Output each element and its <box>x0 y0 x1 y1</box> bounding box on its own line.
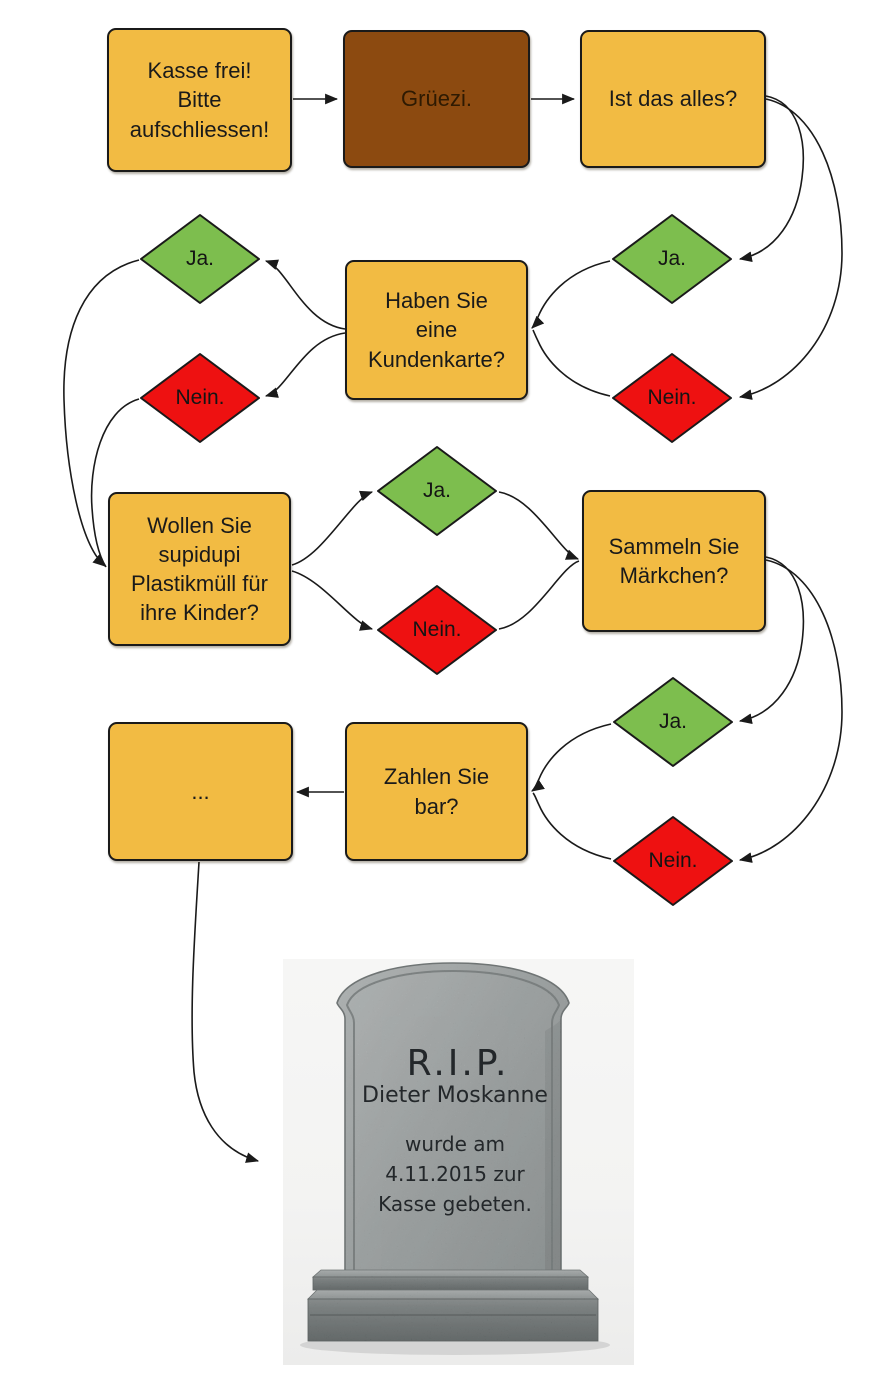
arrow-ja-to-kundenkarte <box>531 260 611 329</box>
node-maerkchen: Sammeln Sie Märkchen? <box>582 490 766 632</box>
diamond-shape <box>377 446 497 536</box>
node-label: ... <box>191 778 210 804</box>
decision-label: Ja. <box>658 710 687 733</box>
diamond-shape <box>377 585 497 675</box>
node-grueezi: Grüezi. <box>343 30 530 168</box>
arrow-kundenkarte-to-ja <box>264 259 346 330</box>
node-label: Grüezi. <box>401 86 472 112</box>
decision-label: Nein. <box>647 386 697 409</box>
diamond-shape <box>140 214 260 304</box>
node-kundenkarte: Haben Sie eine Kundenkarte? <box>345 260 528 400</box>
node-label: Kasse frei! Bitte aufschliessen! <box>129 58 270 142</box>
diamond-shape <box>612 353 732 443</box>
decision-label: Nein. <box>412 618 462 641</box>
arrow-ja-to-maerkchen <box>498 491 580 560</box>
decision-label: Nein. <box>175 386 225 409</box>
tombstone-photo: R.I.P. Dieter Moskanne wurde am 4.11.201… <box>283 959 634 1365</box>
tombstone-name: Dieter Moskanne <box>362 1083 548 1108</box>
tombstone-line-3: Kasse gebeten. <box>378 1192 532 1216</box>
decision-ja-plastikmuell: Ja. <box>376 445 498 537</box>
node-label: Wollen Sie supidupi Plastikmüll für ihre… <box>131 512 268 626</box>
decision-label: Nein. <box>648 849 698 872</box>
node-label: Zahlen Sie bar? <box>383 764 490 819</box>
diamond-shape <box>613 677 733 767</box>
arrow-kundenkarte-to-nein <box>264 332 346 398</box>
arrow-nein-to-zahlen <box>532 792 612 860</box>
node-label: Haben Sie eine Kundenkarte? <box>368 288 505 372</box>
decision-label: Ja. <box>657 247 686 270</box>
arrow-plastikmuell-to-ja <box>291 490 374 566</box>
tombstone-graphic: R.I.P. Dieter Moskanne wurde am 4.11.201… <box>300 962 610 1355</box>
decision-nein-ist-das-alles: Nein. <box>611 352 733 444</box>
node-plastikmuell: Wollen Sie supidupi Plastikmüll für ihre… <box>108 492 291 646</box>
decision-ja-maerkchen: Ja. <box>612 676 734 768</box>
diamond-shape <box>612 214 732 304</box>
node-kasse-frei: Kasse frei! Bitte aufschliessen! <box>107 28 292 172</box>
node-label: Sammeln Sie Märkchen? <box>608 533 740 588</box>
node-zahlen-bar: Zahlen Sie bar? <box>345 722 528 861</box>
arrow-ja-to-zahlen <box>531 723 612 792</box>
tombstone-headline: R.I.P. <box>407 1043 510 1084</box>
arrow-nein-to-maerkchen <box>498 560 580 630</box>
decision-ja-ist-das-alles: Ja. <box>611 213 733 305</box>
granite-texture-light <box>308 963 598 1341</box>
decision-label: Ja. <box>185 247 214 270</box>
diamond-shape <box>140 353 260 443</box>
diamond-shape <box>613 816 733 906</box>
arrow-nein-to-kundenkarte <box>532 329 611 397</box>
decision-nein-plastikmuell: Nein. <box>376 584 498 676</box>
node-ist-das-alles: Ist das alles? <box>580 30 766 168</box>
tombstone-line-1: wurde am <box>405 1132 505 1156</box>
decision-nein-kundenkarte: Nein. <box>139 352 261 444</box>
decision-ja-kundenkarte: Ja. <box>139 213 261 305</box>
node-weiter: ... <box>108 722 293 861</box>
decision-nein-maerkchen: Nein. <box>612 815 734 907</box>
arrow-plastikmuell-to-nein <box>291 570 374 631</box>
arrow-weiter-to-tombstone <box>191 861 260 1163</box>
tombstone-line-2: 4.11.2015 zur <box>385 1162 525 1186</box>
decision-label: Ja. <box>422 479 451 502</box>
node-label: Ist das alles? <box>608 86 738 112</box>
